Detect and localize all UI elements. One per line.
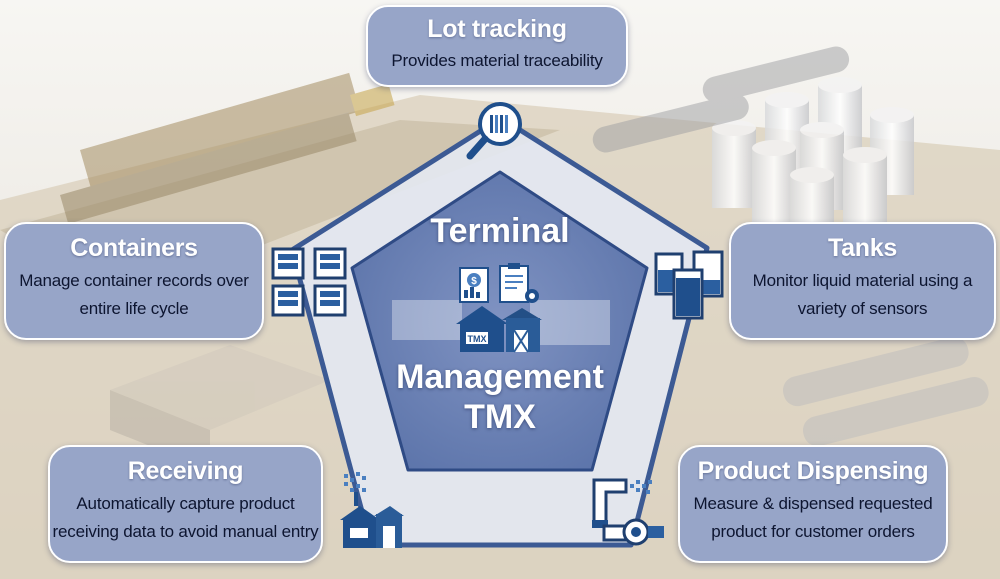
product-dispensing-description: Measure & dispensed requested product fo… <box>680 490 946 546</box>
lot-tracking-title: Lot tracking <box>427 15 567 43</box>
receiving-description-line: Automatically capture product <box>76 494 295 513</box>
product-dispensing-card: Product Dispensing Measure & dispensed r… <box>678 445 948 563</box>
lot-tracking-description: Provides material traceability <box>391 51 603 70</box>
container-grid-icon <box>271 247 347 317</box>
pipe-pump-icon <box>592 478 664 546</box>
tanks-description-line: variety of sensors <box>797 299 928 318</box>
receiving-card: Receiving Automatically capture product … <box>48 445 323 563</box>
magnifier-barcode-icon <box>466 102 522 160</box>
receiving-description-line: receiving data to avoid manual entry <box>52 522 319 541</box>
svg-text:$: $ <box>471 276 477 287</box>
product-dispensing-description-line: product for customer orders <box>711 522 915 541</box>
receiving-description: Automatically capture product receiving … <box>50 490 321 546</box>
containers-title: Containers <box>70 234 198 262</box>
center-title-tmx: TMX <box>464 398 536 436</box>
center-title-management: Management <box>396 358 604 396</box>
tanks-description-line: Monitor liquid material using a <box>752 271 973 290</box>
receiving-title: Receiving <box>127 457 244 485</box>
containers-description-line: entire life cycle <box>79 299 189 318</box>
lot-tracking-card: Lot tracking Provides material traceabil… <box>366 5 628 87</box>
warehouse-receiving-icon <box>340 472 404 548</box>
terminal-barn-icon: $ TMX <box>456 263 542 353</box>
tanks-description: Monitor liquid material using a variety … <box>731 267 994 323</box>
product-dispensing-title: Product Dispensing <box>697 457 929 485</box>
tank-levels-icon <box>654 250 724 320</box>
containers-description: Manage container records over entire lif… <box>6 267 262 323</box>
tanks-card: Tanks Monitor liquid material using a va… <box>729 222 996 340</box>
barn-label: TMX <box>468 334 487 344</box>
center-title-terminal: Terminal <box>430 212 570 250</box>
product-dispensing-description-line: Measure & dispensed requested <box>693 494 933 513</box>
containers-description-line: Manage container records over <box>19 271 249 290</box>
tanks-title: Tanks <box>828 234 897 262</box>
containers-card: Containers Manage container records over… <box>4 222 264 340</box>
